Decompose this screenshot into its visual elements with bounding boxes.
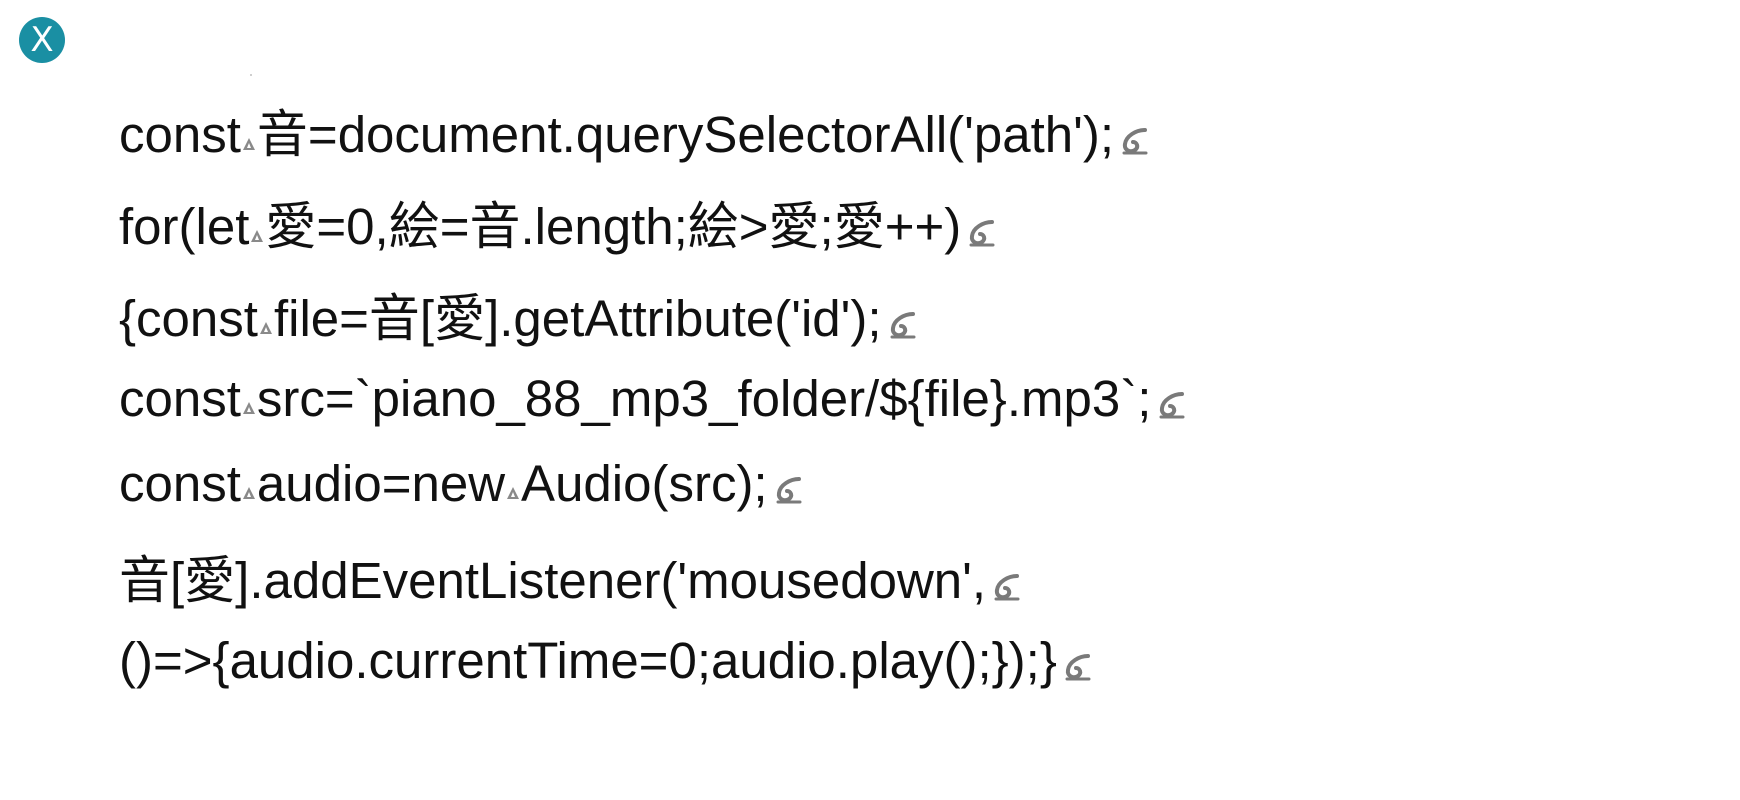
paragraph-return-icon [886,306,920,339]
code-line-4: const src=`piano_88_mp3_folder/${file}.mp… [119,369,1189,454]
paragraph-return-icon [965,214,999,247]
space-mark-icon [242,481,256,501]
code-block: const 音=document.querySelectorAll('path')… [119,93,1189,723]
paragraph-return-icon [1155,386,1189,419]
code-segment: const [119,106,241,163]
code-line-7: ()=>{audio.currentTime=0;audio.play();})… [119,631,1189,723]
paragraph-return-icon [772,471,806,504]
space-mark-icon [242,132,256,152]
code-line-5: const audio=new Audio(src); [119,454,1189,539]
paragraph-return-icon [1118,122,1152,155]
code-line-6: 音[愛].addEventListener('mousedown', [119,539,1189,631]
code-segment: for(let [119,198,250,255]
close-button[interactable]: X [19,17,65,63]
space-mark-icon [506,481,520,501]
code-segment: 音[愛].addEventListener('mousedown', [119,552,987,609]
code-segment: {const [119,290,258,347]
close-icon: X [30,19,54,60]
space-mark-icon [259,316,273,336]
space-mark-icon [242,396,256,416]
code-segment: Audio(src); [521,455,768,512]
code-line-3: {const file=音[愛].getAttribute('id'); [119,277,1189,369]
code-segment: src=`piano_88_mp3_folder/${file}.mp3`; [256,370,1152,427]
space-mark-icon [250,224,264,244]
paragraph-return-icon [990,568,1024,601]
code-segment: const [119,370,241,427]
code-segment: 愛=0,絵=音.length;絵>愛;愛++) [265,198,962,255]
paragraph-return-icon [1061,648,1095,681]
code-segment: ()=>{audio.currentTime=0;audio.play();})… [119,632,1057,689]
code-segment: 音=document.querySelectorAll('path'); [256,106,1115,163]
code-line-1: const 音=document.querySelectorAll('path')… [119,93,1189,185]
code-line-2: for(let 愛=0,絵=音.length;絵>愛;愛++) [119,185,1189,277]
code-segment: file=音[愛].getAttribute('id'); [273,290,882,347]
code-segment: const [119,455,241,512]
stray-dot [250,74,252,76]
code-segment: audio=new [256,455,506,512]
